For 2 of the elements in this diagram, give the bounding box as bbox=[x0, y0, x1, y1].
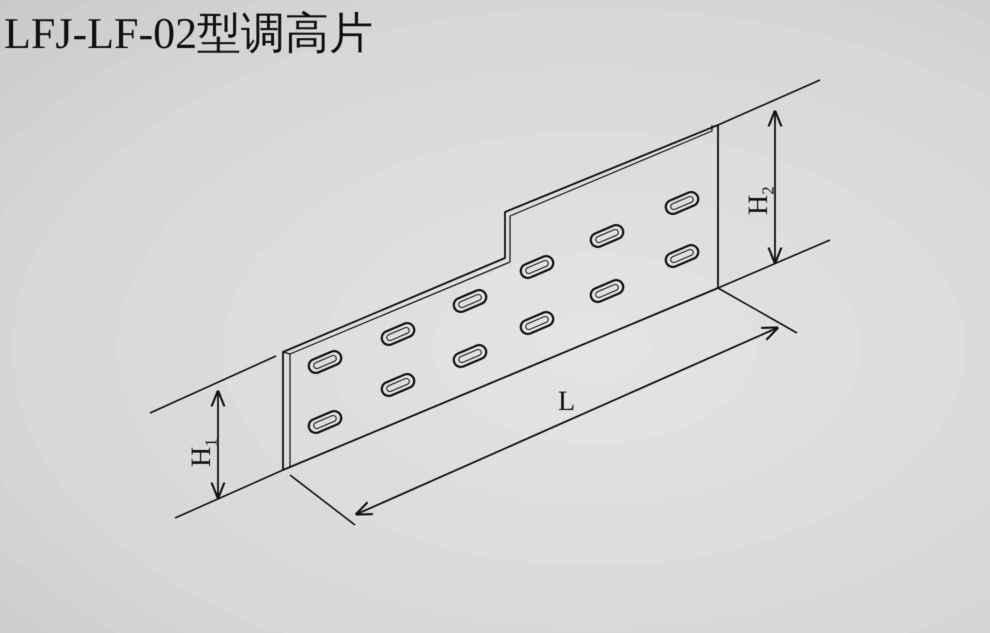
title: LFJ-LF-02型调高片 bbox=[4, 10, 374, 58]
dimension-label: L bbox=[558, 388, 576, 416]
